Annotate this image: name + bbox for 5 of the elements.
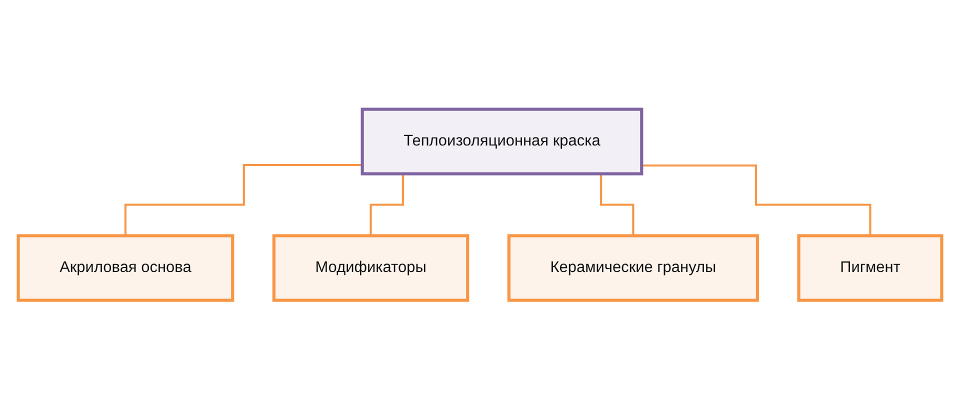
node-box: Пигмент bbox=[797, 234, 944, 302]
node-box: Модификаторы bbox=[272, 234, 470, 302]
node-box: Акриловая основа bbox=[16, 234, 234, 302]
node-box: Керамические гранулы bbox=[507, 234, 760, 302]
node-box: Теплоизоляционная краска bbox=[360, 108, 644, 176]
